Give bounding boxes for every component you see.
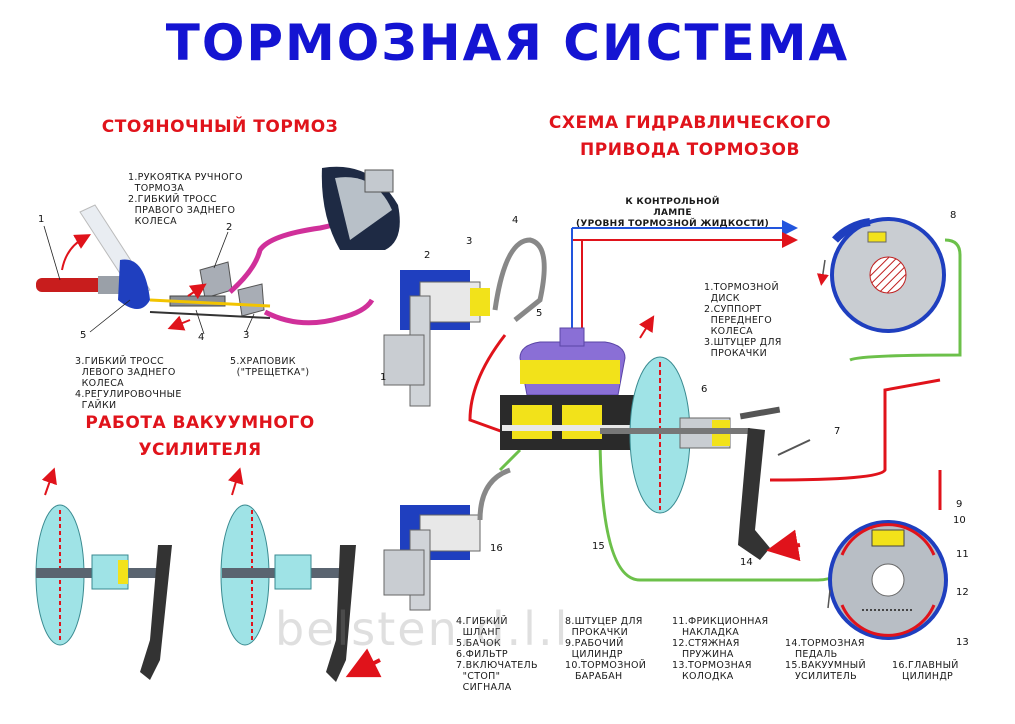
legend-col-1: 4.ГИБКИЙ ШЛАНГ 5.БАЧОК 6.ФИЛЬТР 7.ВКЛЮЧА… <box>456 616 538 693</box>
hyd-num-15: 15 <box>592 541 605 552</box>
legend-col-3: 11.ФРИКЦИОННАЯ НАКЛАДКА 12.СТЯЖНАЯ ПРУЖИ… <box>672 616 769 682</box>
reservoir-cap <box>559 327 585 347</box>
page-title: ТОРМОЗНАЯ СИСТЕМА <box>165 14 850 72</box>
booster-arrow-2 <box>228 467 244 496</box>
hyd-num-11: 11 <box>956 549 969 560</box>
friction-lining-bottom <box>840 604 936 637</box>
wheel-hub-bottom <box>383 549 425 596</box>
hydraulic-labels-right: 1.ТОРМОЗНОЙ ДИСК 2.СУППОРТ ПЕРЕДНЕГО КОЛ… <box>704 282 782 359</box>
indicator-lamp-label: К КОНТРОЛЬНОЙ ЛАМПЕ (УРОВНЯ ТОРМОЗНОЙ ЖИ… <box>576 197 770 229</box>
stop-switch <box>777 439 811 456</box>
hyd-num-10: 10 <box>953 515 966 526</box>
cable-left-rear <box>263 298 375 326</box>
parking-brake-heading: СТОЯНОЧНЫЙ ТОРМОЗ <box>101 117 339 137</box>
vacuum-booster-heading-line1: РАБОТА ВАКУУМНОГО <box>85 413 315 433</box>
vacuum-booster-view-2 <box>220 467 382 682</box>
parking-num-3: 3 <box>243 330 250 341</box>
hyd-num-12: 12 <box>956 587 969 598</box>
parking-num-5: 5 <box>80 330 87 341</box>
wheel-hub-top <box>383 334 425 386</box>
rear-drum-plate <box>335 177 392 240</box>
cable-dark <box>149 311 271 319</box>
pedal-bracket <box>739 406 781 420</box>
booster-arrow <box>638 315 655 339</box>
hyd-num-5: 5 <box>536 308 543 319</box>
reservoir-fluid <box>520 360 620 384</box>
flexible-hose-top <box>492 237 547 322</box>
brake-line-green-upper <box>849 238 962 362</box>
booster-pedal-pressed <box>326 545 356 682</box>
hyd-num-1: 1 <box>380 372 387 383</box>
booster-filter <box>118 560 128 584</box>
cable-yellow <box>149 298 271 308</box>
hyd-num-6: 6 <box>701 384 708 395</box>
caliper-seal-top <box>470 288 490 316</box>
handbrake-grip <box>36 278 106 292</box>
parking-num-4: 4 <box>198 332 205 343</box>
rotation-arrow-bottom <box>827 589 831 609</box>
pedal-arrow <box>766 529 801 562</box>
lever-up-arrow <box>61 234 91 271</box>
axle-hub <box>869 256 907 294</box>
parking-labels-bottom-left: 3.ГИБКИЙ ТРОСС ЛЕВОГО ЗАДНЕГО КОЛЕСА 4.Р… <box>75 356 182 411</box>
drum-center <box>871 563 905 597</box>
booster-pedal <box>140 545 172 680</box>
hydraulic-scheme-group <box>383 217 962 640</box>
parking-num-1: 1 <box>38 214 45 225</box>
hyd-num-7: 7 <box>834 426 841 437</box>
flexible-hose-bottom <box>477 467 511 521</box>
vacuum-booster-heading-line2: УСИЛИТЕЛЯ <box>138 440 262 460</box>
equalizer-arrow-up <box>187 283 207 300</box>
parking-labels-top: 1.РУКОЯТКА РУЧНОГО ТОРМОЗА 2.ГИБКИЙ ТРОС… <box>128 172 243 227</box>
booster-valve-body <box>274 554 312 590</box>
legend-col-2: 8.ШТУЦЕР ДЛЯ ПРОКАЧКИ 9.РАБОЧИЙ ЦИЛИНДР … <box>565 616 647 682</box>
hyd-num-16: 16 <box>490 543 503 554</box>
hyd-num-9: 9 <box>956 499 963 510</box>
wheel-cylinder <box>871 529 905 547</box>
hyd-num-14: 14 <box>740 557 753 568</box>
vacuum-booster-view-1 <box>35 467 172 680</box>
parking-num-2: 2 <box>226 222 233 233</box>
master-cylinder-spring-1 <box>512 405 552 439</box>
hyd-num-13: 13 <box>956 637 969 648</box>
master-cylinder-rod <box>502 425 652 431</box>
leader-2 <box>213 231 229 269</box>
hydraulic-heading-line2: ПРИВОДА ТОРМОЗОВ <box>580 140 800 160</box>
watermark: belsten.d.l.l <box>275 602 570 656</box>
rear-drum-lever <box>364 169 394 193</box>
brake-line-rear-red <box>769 378 941 482</box>
hyd-num-3: 3 <box>466 236 473 247</box>
leader-5 <box>89 299 131 333</box>
hydraulic-heading-line1: СХЕМА ГИДРАВЛИЧЕСКОГО <box>548 113 832 133</box>
brake-line-green-front <box>498 448 522 472</box>
leader-3 <box>245 313 255 333</box>
parking-brake-group <box>36 166 400 335</box>
hyd-num-4: 4 <box>512 215 519 226</box>
rotation-arrow-top <box>816 259 829 286</box>
cable-bracket-lower <box>237 283 265 317</box>
parking-labels-bottom-right: 5.ХРАПОВИК ("ТРЕЩЕТКА") <box>230 356 310 378</box>
bleed-nipple <box>867 231 887 243</box>
booster-arrow-1 <box>41 467 57 496</box>
equalizer-arrow-left <box>167 315 191 331</box>
hyd-num-8: 8 <box>950 210 957 221</box>
brake-shoe-segment <box>832 218 871 243</box>
brake-pedal <box>738 428 770 560</box>
hyd-num-2: 2 <box>424 250 431 261</box>
friction-lining-top <box>840 523 936 556</box>
leader-1 <box>43 225 61 281</box>
cable-bracket-upper <box>199 261 233 299</box>
brake-line-green-lower <box>540 428 852 582</box>
pedal-press-arrow <box>345 648 382 678</box>
ratchet-sector <box>118 259 150 309</box>
legend-col-5: 16.ГЛАВНЫЙ ЦИЛИНДР <box>892 660 959 682</box>
legend-col-4: 14.ТОРМОЗНАЯ ПЕДАЛЬ 15.ВАКУУМНЫЙ УСИЛИТЕ… <box>785 638 866 682</box>
pushrod <box>600 428 750 434</box>
leader-4 <box>195 309 205 335</box>
master-cylinder-spring-2 <box>562 405 602 439</box>
brake-line-front-red <box>468 334 521 440</box>
